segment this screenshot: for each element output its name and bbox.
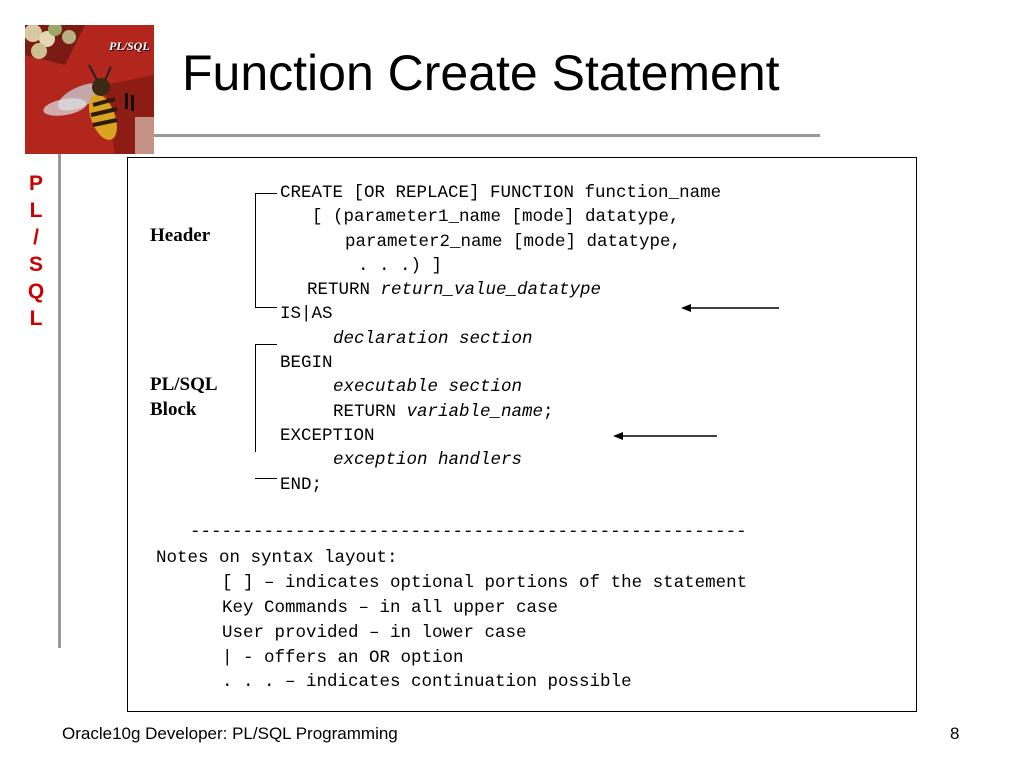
code-line: END; [280, 475, 323, 495]
notes-item: User provided – in lower case [222, 623, 527, 643]
footer-course-title: Oracle10g Developer: PL/SQL Programming [62, 724, 398, 743]
code-user-value: exception handlers [333, 450, 523, 470]
code-punct: ; [543, 402, 554, 422]
block-bracket-bottom [255, 478, 277, 479]
side-vertical-text: P L / S Q L [27, 170, 45, 332]
syntax-figure: Header PL/SQL Block CREATE [OR REPLACE] … [127, 157, 917, 712]
code-line: CREATE [OR REPLACE] FUNCTION function_na… [280, 183, 722, 203]
code-line: declaration section [333, 327, 533, 351]
code-keyword: RETURN [333, 402, 407, 422]
side-letter: L [29, 199, 43, 222]
code-line: RETURN variable_name; [333, 400, 554, 424]
code-line: executable section [333, 375, 522, 399]
side-letter: P [28, 172, 43, 195]
code-line: EXCEPTION [280, 426, 375, 446]
header-bracket-bottom [255, 307, 277, 308]
side-letter: Q [27, 280, 45, 303]
side-letter: S [28, 253, 43, 276]
code-keyword: RETURN [307, 280, 381, 300]
notes-heading: Notes on syntax layout: [156, 548, 398, 568]
left-vertical-rule [58, 154, 61, 648]
title-underline [154, 134, 820, 137]
code-line: RETURN return_value_datatype [307, 278, 601, 302]
notes-item: | - offers an OR option [222, 648, 464, 668]
arrow-left-icon [681, 304, 779, 312]
code-line: BEGIN [280, 353, 333, 373]
header-bracket-top [255, 193, 277, 194]
slide-title: Function Create Statement [182, 45, 780, 101]
code-user-value: executable section [333, 377, 523, 397]
header-label: Header [150, 225, 211, 246]
header-bracket [255, 193, 256, 307]
plsql-logo: PL/SQL [25, 25, 154, 154]
block-bracket-top [255, 344, 277, 345]
code-line: IS|AS [280, 304, 333, 324]
code-user-value: declaration section [333, 329, 533, 349]
code-line: exception handlers [333, 448, 522, 472]
code-user-value: return_value_datatype [380, 280, 602, 300]
notes-item: Key Commands – in all upper case [222, 598, 559, 618]
code-line: . . .) ] [358, 256, 443, 276]
bee-logo-image [25, 25, 154, 154]
logo-text: PL/SQL [109, 39, 150, 53]
plsql-block-label-line2: Block [150, 399, 197, 420]
side-letter: / [33, 226, 39, 249]
side-letter: L [29, 307, 43, 330]
notes-item: . . . – indicates continuation possible [222, 672, 632, 692]
arrow-left-icon [613, 432, 717, 440]
code-line: [ (parameter1_name [mode] datatype, [312, 207, 680, 227]
slide-number: 8 [950, 724, 960, 743]
code-line: parameter2_name [mode] datatype, [345, 232, 682, 252]
notes-item: [ ] – indicates optional portions of the… [222, 573, 748, 593]
code-user-value: variable_name [406, 402, 544, 422]
block-bracket [255, 344, 256, 452]
dashed-separator: ----------------------------------------… [190, 522, 747, 542]
plsql-block-label-line1: PL/SQL [150, 374, 218, 395]
